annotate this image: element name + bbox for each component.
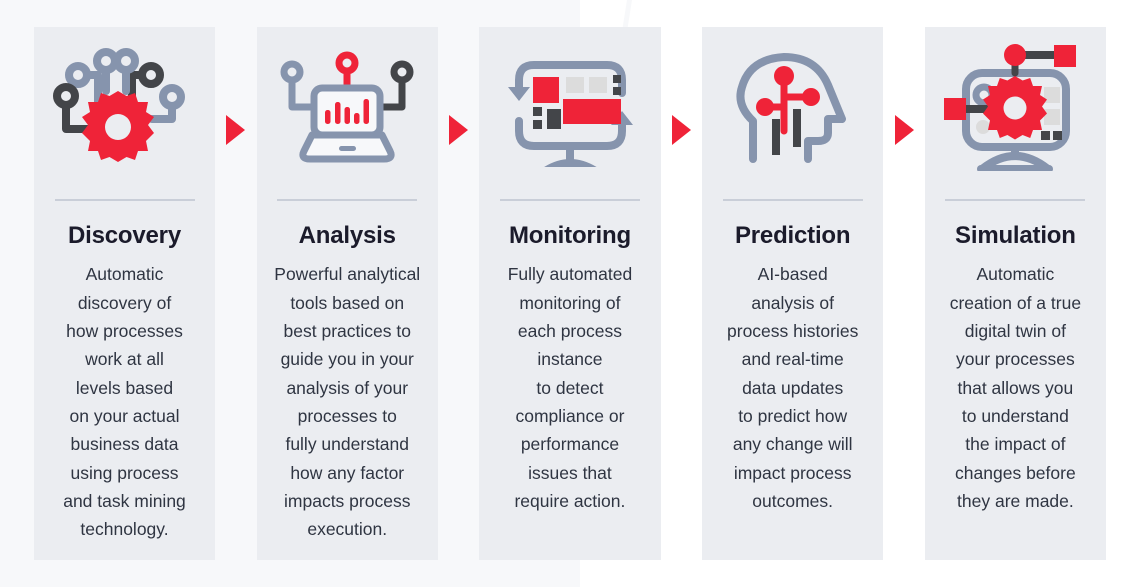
capability-card-discovery[interactable]: Discovery Automatic discovery of how pro… xyxy=(33,27,216,560)
arrow-separator-1 xyxy=(215,27,256,560)
card-title: Analysis xyxy=(298,222,396,249)
monitor-gear-nodes-icon xyxy=(933,37,1098,177)
card-description: Fully automated monitoring of each proce… xyxy=(507,264,633,512)
arrow-separator-4 xyxy=(883,27,924,560)
card-divider xyxy=(277,199,418,201)
capability-cards-row: Discovery Automatic discovery of how pro… xyxy=(0,27,1138,560)
laptop-chart-icon xyxy=(265,37,430,177)
card-title: Monitoring xyxy=(508,222,631,249)
arrow-right-icon xyxy=(894,115,914,145)
card-title: Prediction xyxy=(734,222,851,249)
card-divider xyxy=(54,199,195,201)
right-edge-spacer xyxy=(1106,27,1138,560)
arrow-right-icon xyxy=(671,115,691,145)
card-title: Discovery xyxy=(68,222,181,249)
capability-card-analysis[interactable]: Analysis Powerful analytical tools based… xyxy=(256,27,438,560)
card-divider xyxy=(722,199,863,201)
card-divider xyxy=(945,199,1086,201)
left-edge-spacer xyxy=(0,27,34,560)
card-description: Automatic discovery of how processes wor… xyxy=(63,264,186,540)
card-divider xyxy=(499,199,640,201)
capability-card-prediction[interactable]: Prediction AI-based analysis of process … xyxy=(701,27,884,560)
arrow-separator-2 xyxy=(438,27,479,560)
gear-circuit-icon xyxy=(42,37,207,177)
card-description: AI-based analysis of process histories a… xyxy=(727,264,859,512)
arrow-right-icon xyxy=(449,115,469,145)
card-description: Powerful analytical tools based on best … xyxy=(274,264,421,540)
capability-card-monitoring[interactable]: Monitoring Fully automated monitoring of… xyxy=(479,27,661,560)
head-ai-network-icon xyxy=(710,37,875,177)
card-description: Automatic creation of a true digital twi… xyxy=(949,264,1082,512)
monitor-dashboard-refresh-icon xyxy=(487,37,652,177)
arrow-right-icon xyxy=(226,115,246,145)
arrow-separator-3 xyxy=(661,27,702,560)
card-title: Simulation xyxy=(955,222,1076,249)
capability-card-simulation[interactable]: Simulation Automatic creation of a true … xyxy=(924,27,1107,560)
